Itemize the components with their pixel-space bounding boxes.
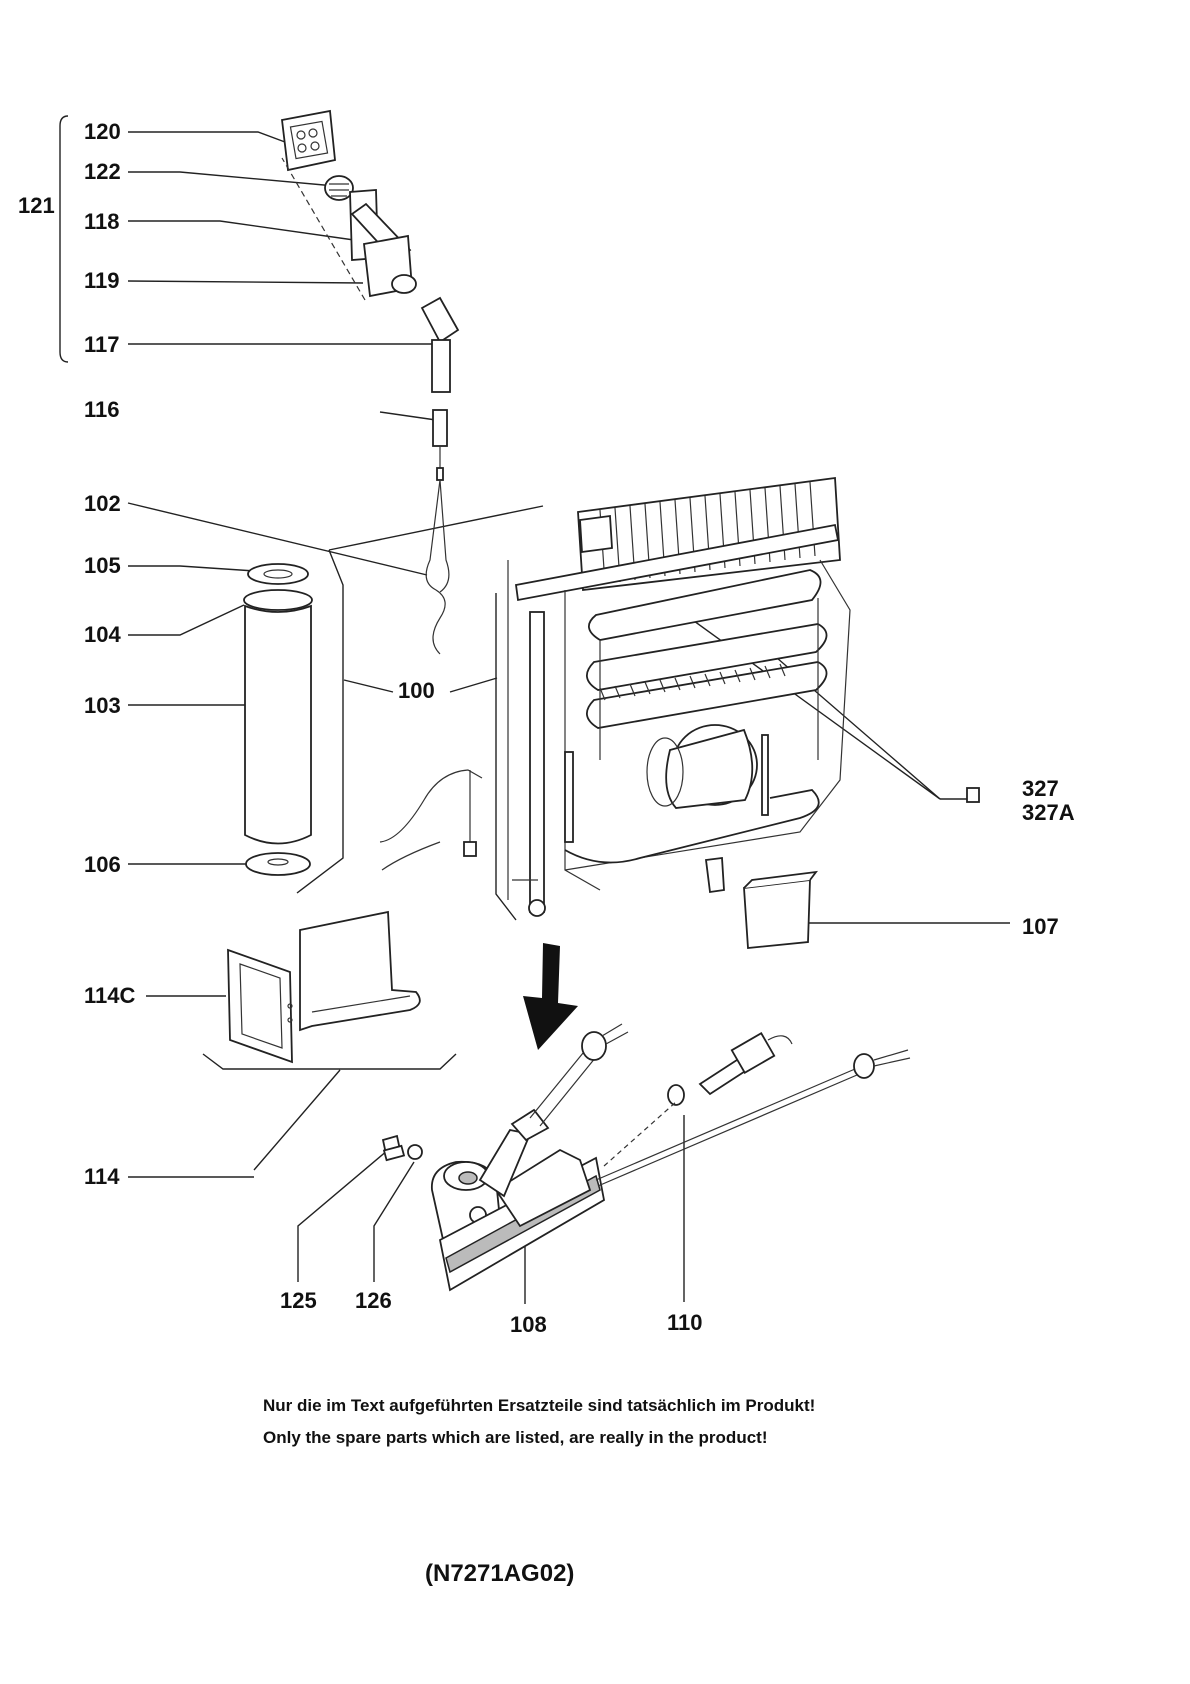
burner-tube xyxy=(243,563,313,876)
label-107: 107 xyxy=(1022,914,1059,939)
label-100: 100 xyxy=(398,678,435,703)
label-327A: 327A xyxy=(1022,800,1075,825)
cooling-unit xyxy=(379,476,851,917)
label-118: 118 xyxy=(84,209,120,234)
label-102: 102 xyxy=(84,491,121,516)
bracket-121 xyxy=(59,115,69,363)
bracket-114 xyxy=(202,1053,457,1171)
label-105: 105 xyxy=(84,553,121,578)
note-english: Only the spare parts which are listed, a… xyxy=(263,1428,768,1447)
label-104: 104 xyxy=(84,622,121,647)
label-126: 126 xyxy=(355,1288,392,1313)
clip-327 xyxy=(966,787,980,803)
direction-arrow xyxy=(523,943,578,1050)
part-labels: 120 122 121 118 119 117 116 102 105 104 … xyxy=(18,119,1075,1337)
label-110: 110 xyxy=(667,1310,703,1335)
label-119: 119 xyxy=(84,268,120,293)
label-120: 120 xyxy=(84,119,121,144)
label-327: 327 xyxy=(1022,776,1059,801)
label-114C: 114C xyxy=(84,983,135,1008)
label-122: 122 xyxy=(84,159,121,184)
shield-114 xyxy=(227,910,421,1064)
drawing-code: (N7271AG02) xyxy=(425,1560,575,1587)
label-117: 117 xyxy=(84,332,120,357)
label-108: 108 xyxy=(510,1312,547,1337)
label-103: 103 xyxy=(84,693,121,718)
burner-base xyxy=(381,1023,911,1292)
bracket-100 xyxy=(296,505,544,921)
group-brackets xyxy=(59,115,544,1171)
label-125: 125 xyxy=(280,1288,317,1313)
label-121: 121 xyxy=(18,193,55,218)
flue-assembly xyxy=(281,109,460,655)
label-106: 106 xyxy=(84,852,121,877)
note-german: Nur die im Text aufgeführten Ersatzteile… xyxy=(263,1396,816,1415)
label-114: 114 xyxy=(84,1164,120,1189)
cover-107 xyxy=(743,870,818,949)
label-116: 116 xyxy=(84,397,120,422)
